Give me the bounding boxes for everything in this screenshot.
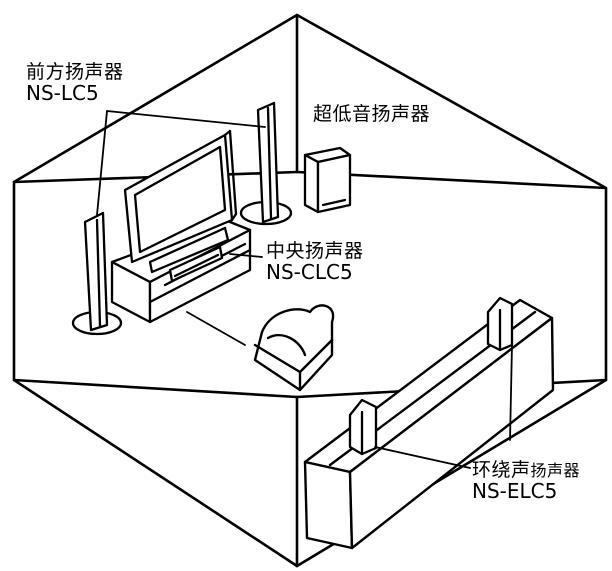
surround-title-suffix: 扬声器	[530, 461, 581, 480]
front-speaker-label: 前方扬声器 NS-LC5	[26, 62, 124, 104]
room-outline	[12, 13, 608, 568]
surround-speaker-model: NS-ELC5	[472, 478, 558, 503]
center-speaker-title: 中央扬声器	[266, 240, 364, 262]
surround-speaker-rear	[486, 296, 514, 352]
center-speaker-label: 中央扬声器 NS-CLC5	[266, 241, 364, 283]
surround-speaker-label: 环绕声扬声器 NS-ELC5	[472, 460, 580, 502]
surround-speaker-title: 环绕声扬声器	[472, 460, 580, 481]
leader-lines	[96, 110, 513, 469]
front-speaker-right	[239, 101, 293, 226]
television	[123, 129, 238, 274]
surround-shelf	[303, 298, 555, 550]
front-speaker-title: 前方扬声器	[26, 61, 124, 83]
subwoofer-title: 超低音扬声器	[313, 103, 431, 125]
center-speaker	[168, 245, 224, 283]
subwoofer	[303, 146, 352, 214]
front-speaker-model: NS-LC5	[26, 80, 99, 105]
front-speaker-left	[71, 211, 123, 336]
surround-title-main: 环绕声	[472, 459, 531, 481]
subwoofer-label: 超低音扬声器	[313, 104, 430, 125]
surround-speaker-front	[348, 398, 378, 456]
armchair	[253, 304, 335, 392]
center-speaker-model: NS-CLC5	[266, 259, 353, 284]
